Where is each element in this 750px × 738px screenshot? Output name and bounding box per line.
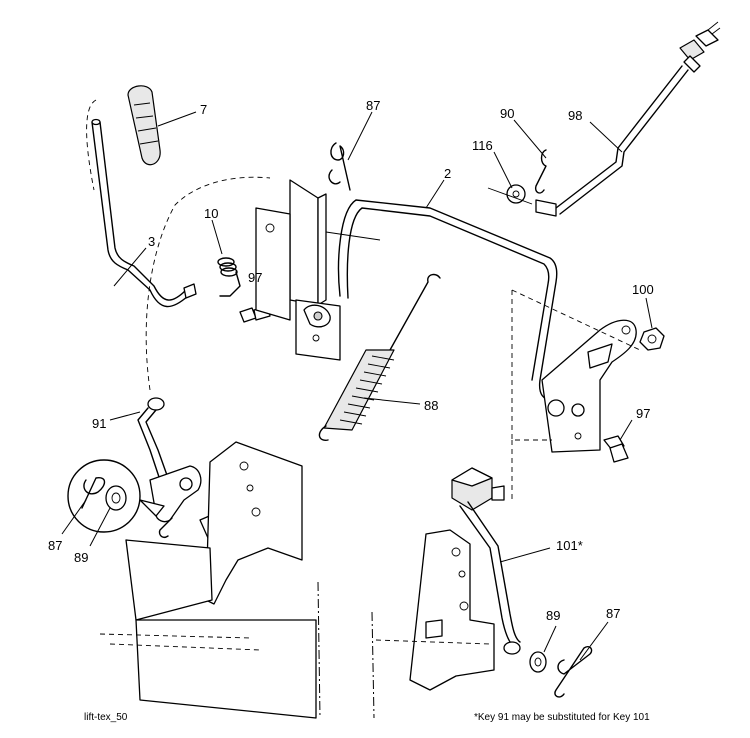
torsion-spring-part: [217, 257, 241, 297]
bolt-right-part: [603, 435, 629, 463]
left-frame-panel-part: [99, 441, 321, 719]
hair-pin-clip-bottom-part: [554, 645, 593, 698]
callout-87-bottom: 87: [606, 606, 620, 621]
callout-89-inset: 89: [74, 550, 88, 565]
extension-spring-part: [318, 273, 441, 441]
diagram-id: lift-tex_50: [84, 712, 128, 723]
callout-87-top: 87: [366, 98, 380, 113]
right-frame-panel-part: [371, 529, 495, 719]
substitution-note: *Key 91 may be substituted for Key 101: [474, 712, 650, 723]
callout-89-bottom: 89: [546, 608, 560, 623]
hex-nut-part: [639, 327, 665, 351]
right-lift-bracket-part: [511, 289, 641, 453]
callout-97-right: 97: [636, 406, 650, 421]
leader-lines: [61, 111, 653, 661]
callout-3: 3: [148, 234, 155, 249]
connecting-link-part: [137, 397, 169, 481]
callout-87-inset: 87: [48, 538, 62, 553]
adjustment-rod-part: [535, 21, 721, 217]
callout-labels: 7 87 90 98 116 2 10 3 97 100 88 97 91 87…: [48, 98, 654, 623]
callout-98: 98: [568, 108, 582, 123]
callout-88: 88: [424, 398, 438, 413]
callout-91: 91: [92, 416, 106, 431]
callout-101: 101*: [556, 538, 583, 553]
callout-116: 116: [472, 138, 493, 153]
callout-100: 100: [632, 282, 654, 297]
callout-90: 90: [500, 106, 514, 121]
lift-link-101-part: [451, 440, 521, 655]
swing-arc-line: [145, 176, 271, 391]
callout-7: 7: [200, 102, 207, 117]
lift-bracket-part: [255, 179, 341, 361]
axis-line: [487, 187, 533, 205]
washer-89-bottom-part: [529, 651, 547, 673]
hair-pin-clip-top-part: [328, 142, 351, 191]
handle-grip-part: [127, 85, 161, 166]
lift-shaft-part: [325, 199, 558, 401]
detail-inset-left: [67, 459, 165, 533]
washer-116-part: [506, 184, 526, 204]
callout-2: 2: [444, 166, 451, 181]
callout-10: 10: [204, 206, 218, 221]
callout-97-left: 97: [248, 270, 262, 285]
